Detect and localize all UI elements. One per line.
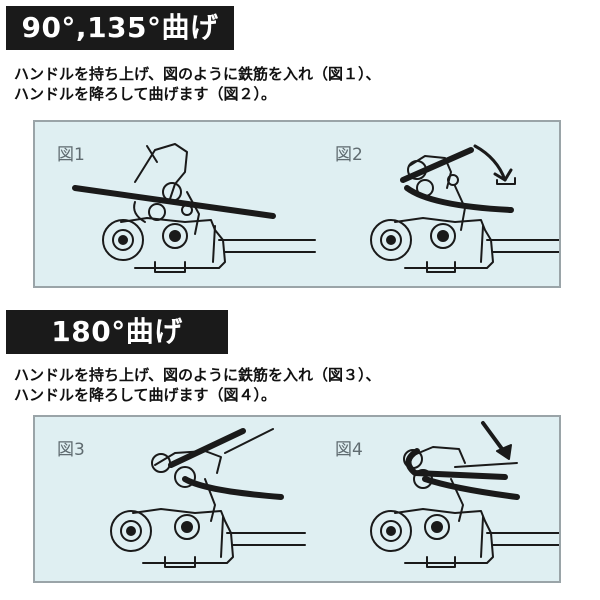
figure-label-2: 図2 xyxy=(335,145,363,165)
figure-panel-2: 図3 図4 xyxy=(33,415,561,583)
bending-machine-drawing xyxy=(102,143,316,273)
bending-machine-drawing xyxy=(370,446,559,568)
figure-label-4: 図4 xyxy=(335,440,363,460)
instruction-block-2: ハンドルを持ち上げ、図のように鉄筋を入れ（図３）、 ハンドルを降ろして曲げます（… xyxy=(14,365,594,405)
rebar-bent xyxy=(405,448,508,480)
bending-machine-drawing xyxy=(370,155,559,273)
instruction-line: ハンドルを持ち上げ、図のように鉄筋を入れ（図１）、 xyxy=(14,65,381,83)
instruction-block-1: ハンドルを持ち上げ、図のように鉄筋を入れ（図１）、 ハンドルを降ろして曲げます（… xyxy=(14,64,594,104)
section-title-90-135: 90°,135°曲げ xyxy=(6,6,234,50)
down-arrow-icon xyxy=(481,421,507,455)
instruction-line: ハンドルを降ろして曲げます（図２）。 xyxy=(14,85,277,103)
bender-illustrations-2 xyxy=(110,421,559,568)
instruction-line: ハンドルを降ろして曲げます（図４）。 xyxy=(14,386,277,404)
bender-illustrations-1 xyxy=(72,143,559,273)
rebar-bent xyxy=(400,147,514,213)
rebar-straight xyxy=(168,428,284,500)
section-title-180: 180°曲げ xyxy=(6,310,228,354)
figure-label-3: 図3 xyxy=(57,440,85,460)
instruction-line: ハンドルを持ち上げ、図のように鉄筋を入れ（図３）、 xyxy=(14,366,381,384)
down-arrow-icon xyxy=(473,144,507,182)
rebar-straight xyxy=(72,185,276,219)
bending-machine-drawing xyxy=(110,450,306,568)
figure-panel-1: 図1 図2 xyxy=(33,120,561,288)
figure-label-1: 図1 xyxy=(57,145,85,165)
